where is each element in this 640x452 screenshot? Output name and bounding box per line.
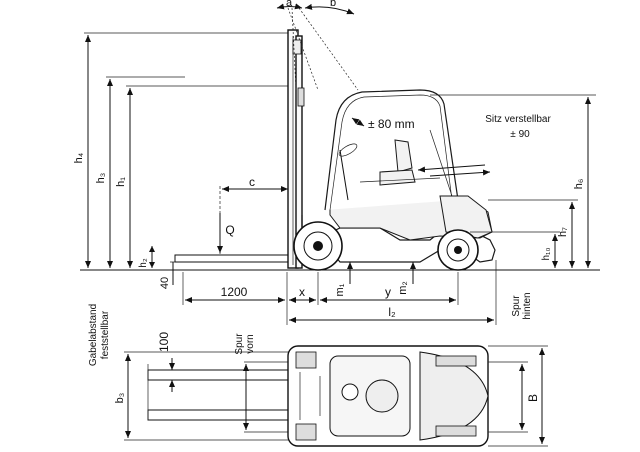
fork-left-top <box>147 369 289 381</box>
mast-inner <box>295 35 303 269</box>
y-label: y <box>385 285 391 299</box>
track-rear-line1: Spur <box>511 295 522 317</box>
fork-right-top <box>147 409 289 421</box>
seat-travel-label: ± 80 mm <box>368 117 415 131</box>
h10-label: h₁₀ <box>541 247 552 260</box>
rear-wheel <box>437 229 479 271</box>
l2-label: l₂ <box>388 305 396 319</box>
h3-label: h₃ <box>95 173 107 184</box>
side-view: h₄ h₃ h₁ h₂ 40 c Q a <box>73 0 600 325</box>
front-wheel <box>293 221 343 271</box>
truck-top-outline <box>287 345 489 447</box>
m2-label: m₂ <box>397 281 409 294</box>
fork-offset-label: 40 <box>159 277 171 289</box>
b-width-label: B <box>526 394 540 402</box>
h6-label: h₆ <box>573 179 585 190</box>
a-label: a <box>286 0 293 9</box>
seat-adjust-title: Sitz verstellbar <box>485 114 551 125</box>
fork-spacing-line2: feststellbar <box>100 310 111 359</box>
h4-label: h₄ <box>73 152 85 163</box>
top-view: Gabelabstand feststellbar b₃ 100 Spur vo… <box>88 304 548 447</box>
fork-tine <box>174 254 291 263</box>
h2-label: h₂ <box>138 258 149 268</box>
h1-label: h₁ <box>115 177 127 187</box>
track-front-line2: vorn <box>245 334 256 353</box>
b3-label: b₃ <box>114 393 126 404</box>
seat-adjust-value: ± 90 <box>510 129 530 140</box>
x-label: x <box>299 285 305 299</box>
h7-label: h₇ <box>557 227 569 237</box>
m1-label: m₁ <box>334 283 346 296</box>
track-front-line1: Spur <box>234 333 245 355</box>
fork-width-label: 100 <box>157 332 171 352</box>
c-label: c <box>249 175 255 189</box>
q-label: Q <box>225 223 234 237</box>
fork-spacing-line1: Gabelabstand <box>88 304 99 366</box>
track-rear-line2: hinten <box>522 292 533 319</box>
b-label: b <box>330 0 336 9</box>
load-length-label: 1200 <box>221 285 248 299</box>
